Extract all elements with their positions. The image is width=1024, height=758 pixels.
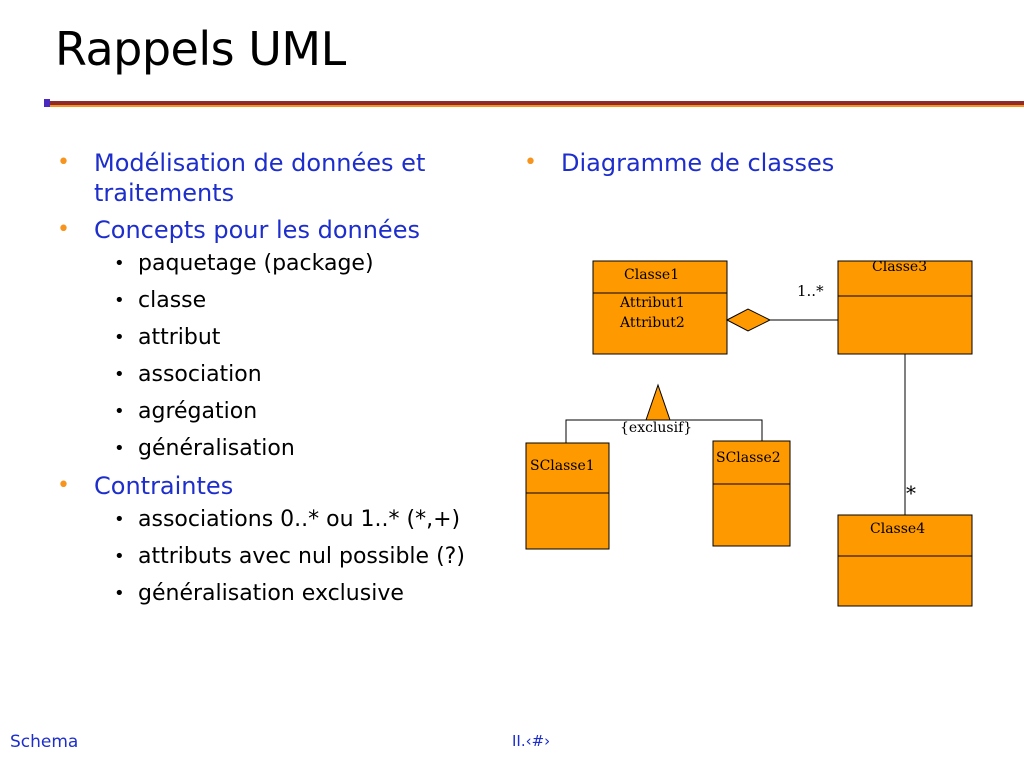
- bullet-dot-icon: •: [114, 438, 125, 459]
- sub-bullet-text: généralisation: [138, 436, 295, 461]
- bullet-contraintes: • Contraintes • associations 0..* ou 1..*…: [55, 471, 485, 608]
- classe1-name: Classe1: [624, 267, 679, 283]
- bullet-dot-icon: •: [114, 253, 125, 274]
- bullet-dot-icon: •: [114, 546, 125, 567]
- contraintes-sublist: • associations 0..* ou 1..* (*,+) • attrib…: [94, 505, 485, 608]
- sub-bullet: • classe: [94, 286, 485, 315]
- sub-bullet-text: attribut: [138, 325, 221, 350]
- bullet-concepts: • Concepts pour les données • paquetage (…: [55, 215, 485, 463]
- classe1-box: [592, 260, 728, 355]
- sub-bullet-text: attributs avec nul possible (?): [138, 544, 465, 569]
- generalization-line-sclasse1: [565, 419, 658, 443]
- title-divider-mark: [44, 99, 50, 107]
- bullet-diagramme: • Diagramme de classes: [522, 148, 1002, 178]
- bullet-dot-icon: •: [114, 327, 125, 348]
- aggregation-diamond-icon: [725, 308, 772, 332]
- sub-bullet: • association: [94, 360, 485, 389]
- sclasse1-name: SClasse1: [530, 458, 595, 474]
- sclasse2-name: SClasse2: [716, 450, 781, 466]
- bullet-dot-icon: •: [57, 150, 70, 175]
- bullet-text: Contraintes: [94, 472, 234, 500]
- right-bullet-list: • Diagramme de classes: [522, 148, 1002, 185]
- bullet-text: Concepts pour les données: [94, 216, 420, 244]
- bullet-text: Modélisation de données et traitements: [94, 149, 426, 207]
- left-bullet-list: • Modélisation de données et traitements…: [55, 148, 485, 616]
- sub-bullet-text: association: [138, 362, 262, 387]
- sclasse2-box: [712, 440, 791, 547]
- sub-bullet: • associations 0..* ou 1..* (*,+): [94, 505, 485, 534]
- constraint-exclusif: {exclusif}: [620, 420, 692, 436]
- classe3-name: Classe3: [872, 259, 927, 275]
- sub-bullet-text: associations 0..* ou 1..* (*,+): [138, 507, 461, 532]
- sclasse1-box: [525, 442, 610, 550]
- bullet-dot-icon: •: [114, 290, 125, 311]
- classe4-box: [837, 514, 973, 607]
- bullet-modelisation: • Modélisation de données et traitements: [55, 148, 485, 208]
- title-divider: [46, 101, 1024, 107]
- classe4-name: Classe4: [870, 521, 925, 537]
- classe1-attribute: Attribut1: [619, 295, 685, 311]
- bullet-text: Diagramme de classes: [561, 149, 835, 177]
- generalization-triangle-icon: [645, 383, 671, 421]
- bullet-dot-icon: •: [114, 509, 125, 530]
- sub-bullet-text: agrégation: [138, 399, 258, 424]
- slide-number: II.‹#›: [512, 732, 551, 750]
- bullet-dot-icon: •: [524, 150, 537, 175]
- bullet-dot-icon: •: [114, 401, 125, 422]
- concepts-sublist: • paquetage (package) • classe • attribut •…: [94, 249, 485, 463]
- sub-bullet: • généralisation: [94, 434, 485, 463]
- sub-bullet: • attributs avec nul possible (?): [94, 542, 485, 571]
- bullet-dot-icon: •: [114, 583, 125, 604]
- sub-bullet: • agrégation: [94, 397, 485, 426]
- sub-bullet: • attribut: [94, 323, 485, 352]
- generalization-line-sclasse2: [658, 419, 763, 441]
- sub-bullet-text: classe: [138, 288, 207, 313]
- bullet-dot-icon: •: [57, 473, 70, 498]
- sub-bullet: • paquetage (package): [94, 249, 485, 278]
- classe1-attribute: Attribut2: [619, 315, 685, 331]
- multiplicity-classe3: 1..*: [797, 282, 824, 300]
- sub-bullet-text: paquetage (package): [138, 251, 374, 276]
- sub-bullet: • généralisation exclusive: [94, 579, 485, 608]
- multiplicity-classe4: *: [906, 481, 916, 505]
- classe3-box: [837, 260, 973, 355]
- footer-label: Schema: [10, 732, 79, 752]
- page-title: Rappels UML: [55, 22, 346, 76]
- sub-bullet-text: généralisation exclusive: [138, 581, 404, 606]
- bullet-dot-icon: •: [114, 364, 125, 385]
- bullet-dot-icon: •: [57, 217, 70, 242]
